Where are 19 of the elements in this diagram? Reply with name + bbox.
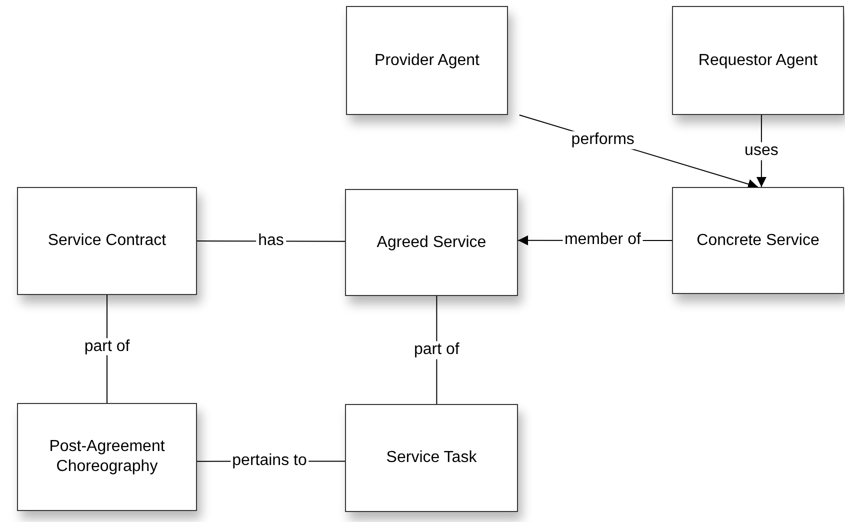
entity-box bbox=[345, 404, 518, 512]
edge-label: pertains to bbox=[230, 452, 309, 470]
edge-label: uses bbox=[742, 142, 780, 160]
entity-name: Post-Agreement Choreography bbox=[48, 437, 166, 477]
entity-name: Provider Agent bbox=[374, 50, 480, 70]
edge-label: performs bbox=[569, 131, 636, 149]
entity-box bbox=[346, 6, 508, 115]
entity-box bbox=[672, 187, 844, 294]
edge-label: part of bbox=[412, 341, 462, 359]
entity-box bbox=[345, 189, 518, 296]
entity-name: Requestor Agent bbox=[697, 50, 819, 70]
entity-name: Agreed Service bbox=[376, 232, 488, 252]
edge-label: part of bbox=[82, 338, 132, 356]
entity-name: Concrete Service bbox=[696, 230, 820, 250]
entity-name: Service Contract bbox=[46, 231, 168, 251]
entity-box bbox=[17, 187, 197, 295]
entity-box bbox=[672, 6, 844, 115]
entity-name: Service Task bbox=[385, 448, 478, 468]
entity-box bbox=[17, 403, 197, 511]
